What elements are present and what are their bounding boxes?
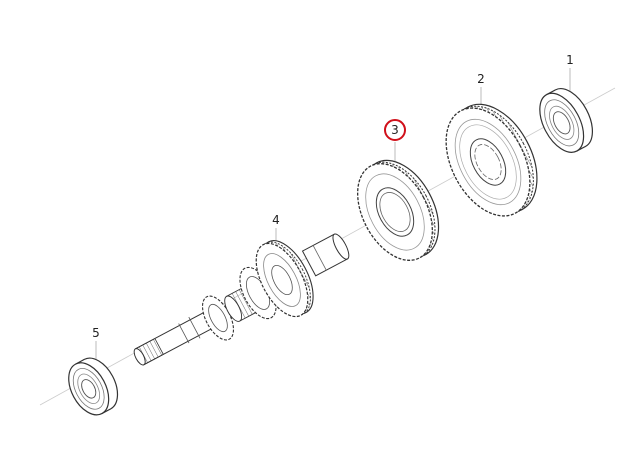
callout-5[interactable]: 5 <box>92 326 100 340</box>
part-3-helical-gear[interactable] <box>342 148 454 273</box>
callout-3-highlighted[interactable]: 3 <box>384 119 406 141</box>
leader-lines <box>95 68 571 362</box>
part-2-large-helical-gear[interactable] <box>429 90 554 230</box>
callout-1[interactable]: 1 <box>566 53 574 67</box>
part-1-bearing[interactable] <box>531 81 602 159</box>
callout-4[interactable]: 4 <box>272 213 280 227</box>
part-5-bearing[interactable] <box>61 351 126 421</box>
callout-2[interactable]: 2 <box>477 72 485 86</box>
part-4-gear-shaft[interactable] <box>131 232 352 369</box>
